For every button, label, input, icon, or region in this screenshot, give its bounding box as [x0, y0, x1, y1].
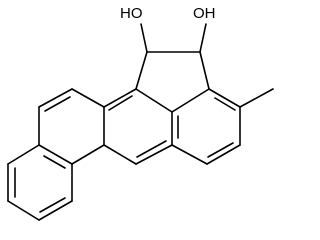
hydroxyl-label-right: OH	[193, 5, 216, 22]
bond	[7, 200, 40, 221]
bond	[140, 23, 148, 53]
bond	[171, 144, 208, 165]
bond	[44, 96, 71, 112]
bond	[43, 155, 66, 169]
bond	[199, 51, 210, 90]
molecule-structure: HO OH	[7, 5, 274, 221]
bond	[135, 88, 173, 113]
bond	[38, 200, 73, 221]
hydroxyl-label-left: HO	[120, 5, 143, 22]
bond	[135, 51, 148, 90]
bond	[71, 144, 105, 165]
bond	[214, 97, 236, 111]
bond	[206, 144, 241, 165]
bond	[39, 197, 66, 213]
bond	[103, 144, 137, 165]
bond	[136, 140, 167, 158]
bond	[108, 95, 133, 111]
bond	[103, 88, 137, 108]
bond	[239, 88, 274, 108]
bond	[38, 144, 73, 165]
bond	[199, 23, 207, 53]
bond	[71, 88, 105, 108]
bond	[135, 144, 173, 165]
bond	[207, 142, 234, 158]
bond-lines	[7, 23, 274, 221]
bond	[7, 144, 40, 165]
bond	[208, 88, 241, 108]
bond	[38, 88, 73, 108]
bond	[171, 88, 210, 113]
